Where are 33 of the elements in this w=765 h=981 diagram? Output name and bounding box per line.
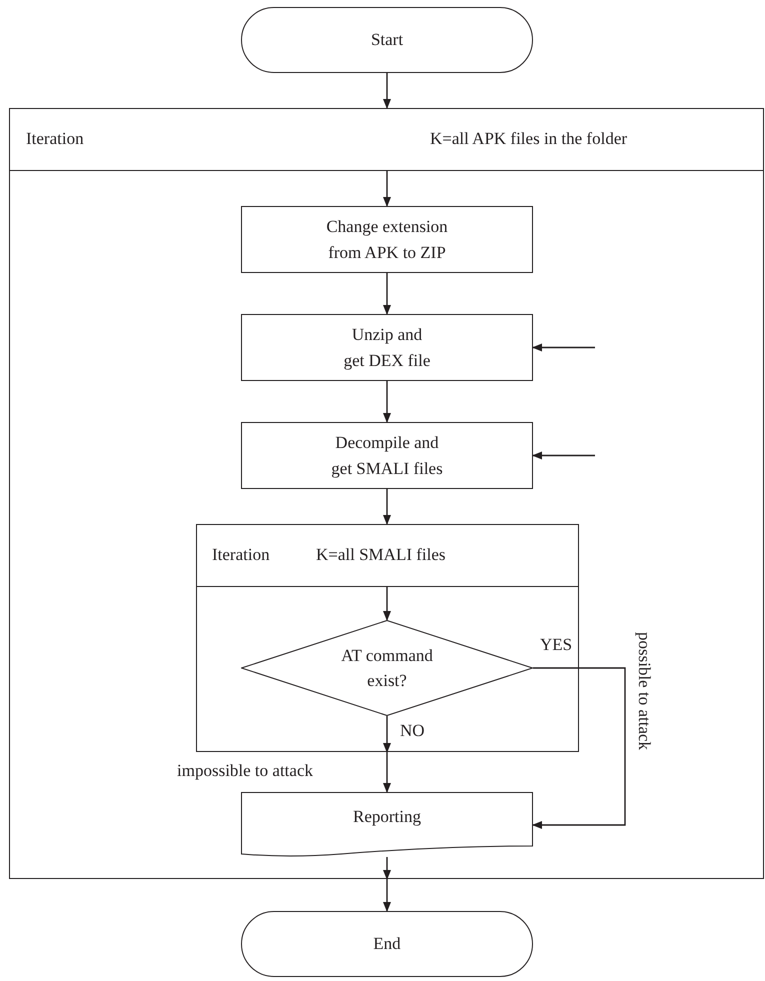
arrow xyxy=(532,667,626,829)
edge-label: impossible to attack xyxy=(176,760,313,782)
arrow xyxy=(383,170,391,207)
step-label: Change extension from APK to ZIP xyxy=(325,216,449,264)
side-note: possible to attack xyxy=(634,632,655,750)
arrow xyxy=(383,752,391,793)
arrow xyxy=(383,857,391,880)
process-box xyxy=(241,314,533,381)
arrow xyxy=(383,716,391,753)
arrow xyxy=(383,489,391,525)
arrow xyxy=(383,381,391,423)
loop-condition: K=all APK files in the folder xyxy=(430,128,628,150)
arrow xyxy=(383,73,391,109)
step-label: Unzip and get DEX file xyxy=(342,324,432,372)
loop-frame xyxy=(196,524,579,752)
step-label: Decompile and get SMALI files xyxy=(330,432,444,480)
process-box xyxy=(241,422,533,489)
arrow xyxy=(532,452,595,460)
arrow xyxy=(532,344,595,352)
loop-frame xyxy=(9,108,764,879)
decision-label: AT command exist? xyxy=(340,644,434,692)
terminal-label: Start xyxy=(370,29,404,52)
document-label: Reporting xyxy=(353,806,421,828)
loop-label: Iteration xyxy=(26,128,84,150)
terminal-label: End xyxy=(373,933,401,956)
loop-label: Iteration xyxy=(212,544,270,566)
loop-condition: K=all SMALI files xyxy=(316,544,446,566)
process-box xyxy=(241,206,533,273)
arrow xyxy=(383,879,391,912)
edge-label: NO xyxy=(400,720,425,742)
edge-label: YES xyxy=(540,634,572,656)
arrow xyxy=(383,586,391,621)
arrow xyxy=(383,273,391,315)
